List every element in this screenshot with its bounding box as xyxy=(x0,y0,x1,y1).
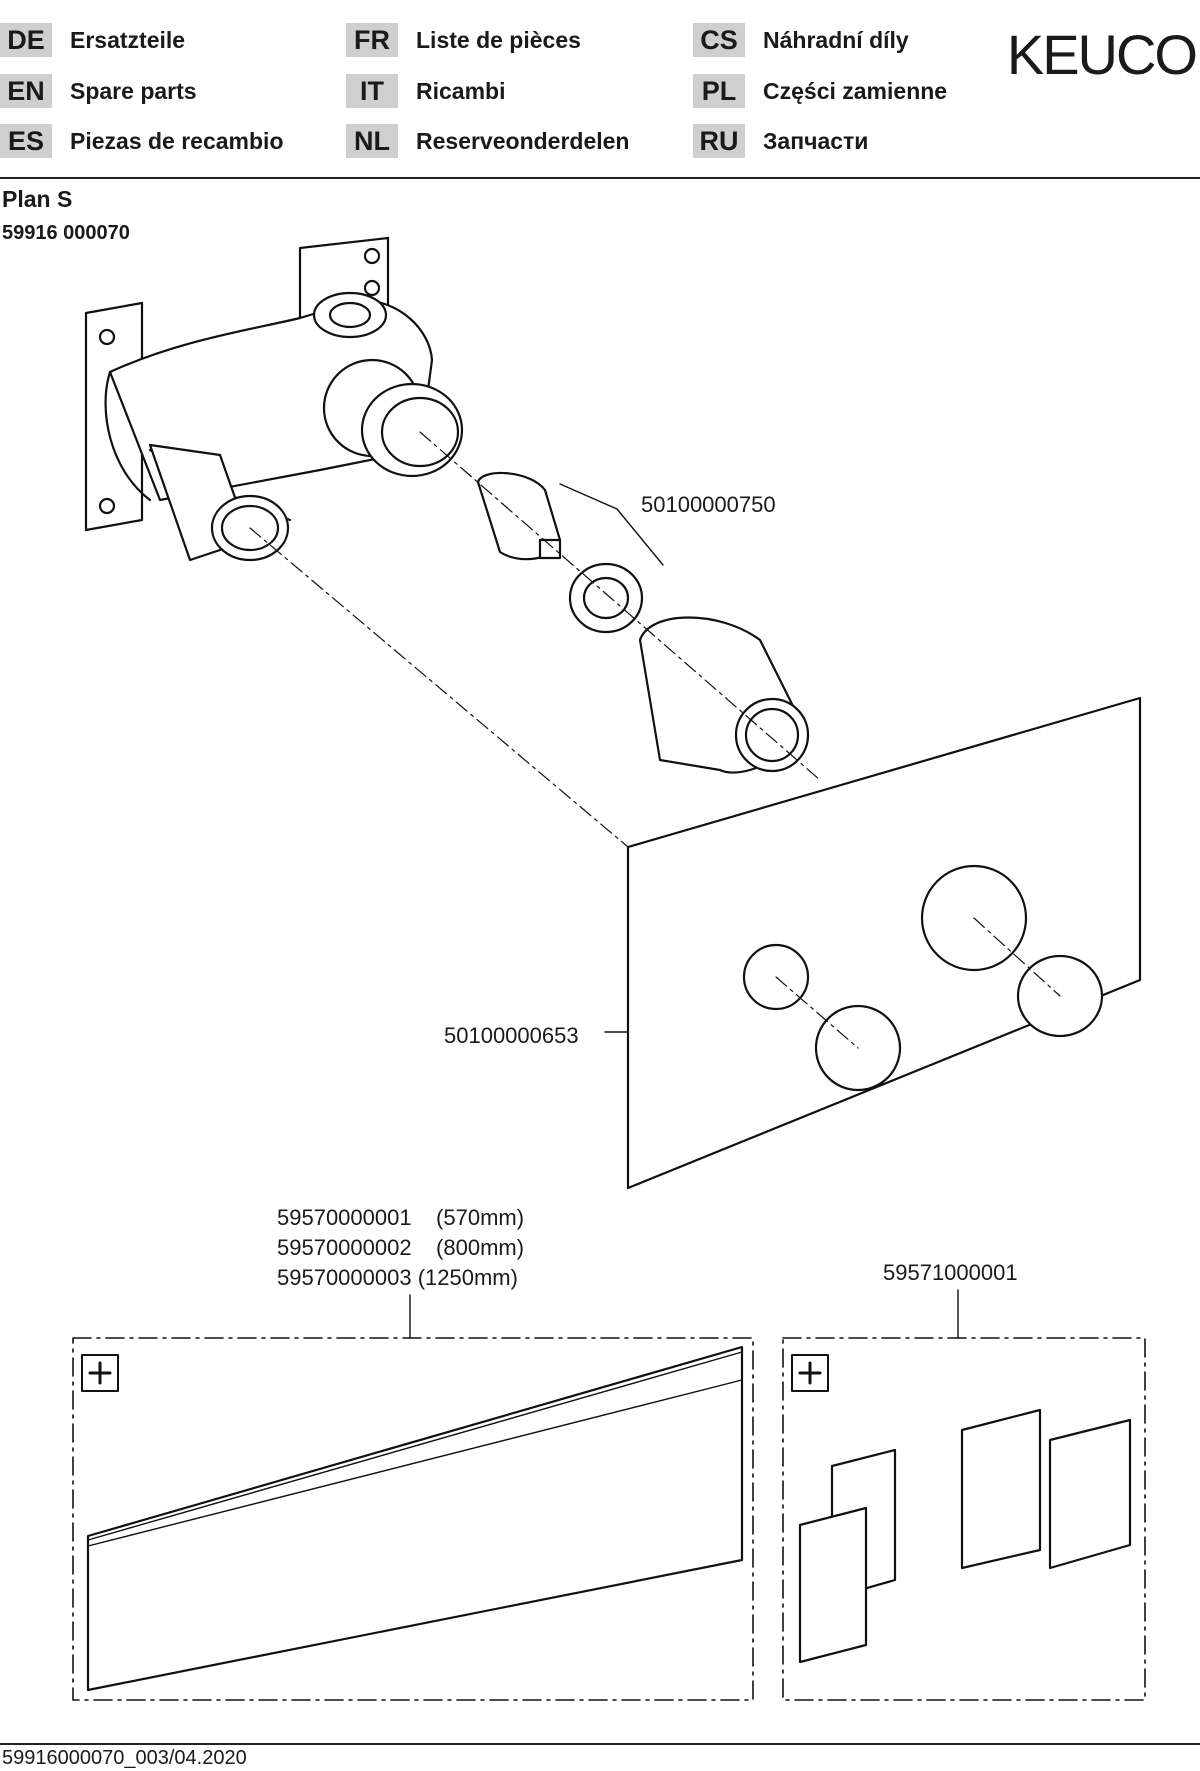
header: DE Ersatzteile EN Spare parts ES Piezas … xyxy=(0,0,1200,180)
lang-name: Запчасти xyxy=(763,127,869,154)
lang-it: IT Ricambi xyxy=(346,73,505,109)
part-number-plate: 50100000653 xyxy=(444,1023,579,1048)
part-number-rail-2: 59570000002 (800mm) xyxy=(277,1235,525,1260)
lang-name: Náhradní díly xyxy=(763,26,909,53)
lang-code: CS xyxy=(693,23,745,57)
lang-cs: CS Náhradní díly xyxy=(693,22,909,58)
lang-name: Piezas de recambio xyxy=(70,127,284,154)
cartridge-leader xyxy=(559,483,664,566)
nut-part xyxy=(568,562,644,634)
lang-name: Ricambi xyxy=(416,77,506,104)
lang-code: EN xyxy=(0,74,52,108)
lang-code: NL xyxy=(346,124,398,158)
lang-name: Spare parts xyxy=(70,77,197,104)
lang-code: PL xyxy=(693,74,745,108)
sleeve-part xyxy=(638,616,810,774)
brand-logo: KEUCO xyxy=(1006,23,1198,86)
product-title: Plan S xyxy=(2,186,73,212)
part-number-rail-1: 59570000001 (570mm) xyxy=(277,1205,525,1230)
lang-code: RU xyxy=(693,124,745,158)
cartridge-part xyxy=(476,471,562,561)
lang-code: IT xyxy=(346,74,398,108)
lang-name: Ersatzteile xyxy=(70,26,186,53)
lang-nl: NL Reserveonderdelen xyxy=(346,123,629,159)
header-rule xyxy=(0,177,1200,179)
lang-es: ES Piezas de recambio xyxy=(0,123,284,159)
footer-rule xyxy=(0,1743,1200,1745)
bracket-kit-box xyxy=(782,1337,1146,1701)
product-code: 59916 000070 xyxy=(2,222,130,244)
part-number-bracket: 59571000001 xyxy=(883,1260,1018,1285)
lang-code: DE xyxy=(0,23,52,57)
doc-number: 59916000070_003/04.2020 xyxy=(2,1747,247,1769)
concealed-body xyxy=(104,291,464,562)
lang-name: Części zamienne xyxy=(763,77,948,104)
lang-name: Liste de pièces xyxy=(416,26,581,53)
part-number-rail-3: 59570000003 (1250mm) xyxy=(277,1265,518,1290)
lang-fr: FR Liste de pièces xyxy=(346,22,581,58)
lang-code: FR xyxy=(346,23,398,57)
lang-ru: RU Запчасти xyxy=(693,123,868,159)
lang-pl: PL Części zamienne xyxy=(693,73,947,109)
part-number-cartridge: 50100000750 xyxy=(641,492,776,517)
lang-code: ES xyxy=(0,124,52,158)
rail-kit-box xyxy=(72,1337,754,1701)
rosette-plate xyxy=(626,696,1142,1190)
lang-en: EN Spare parts xyxy=(0,73,197,109)
lang-de: DE Ersatzteile xyxy=(0,22,185,58)
lang-name: Reserveonderdelen xyxy=(416,127,630,154)
centre-lines xyxy=(249,431,1061,1049)
